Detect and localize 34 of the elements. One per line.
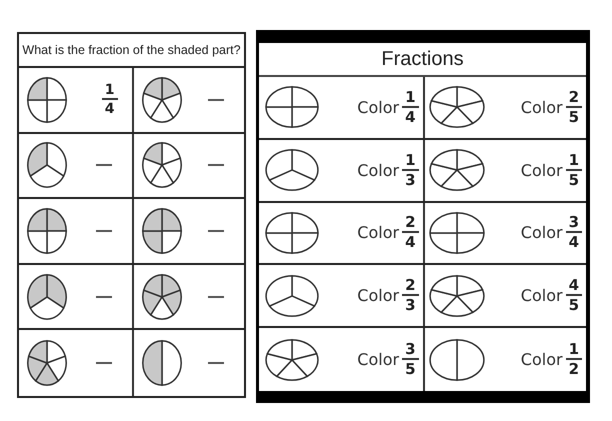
worksheet-heading: Fractions bbox=[381, 48, 464, 70]
fraction-denominator: 4 bbox=[402, 106, 418, 125]
fraction-numerator: 4 bbox=[568, 278, 580, 294]
fraction-denominator: 4 bbox=[566, 231, 582, 250]
instruction-text: Color bbox=[357, 160, 400, 180]
fraction-numerator: 1 bbox=[404, 90, 416, 106]
fraction-denominator: 5 bbox=[566, 106, 582, 125]
fraction-denominator: 2 bbox=[566, 358, 582, 378]
fraction-numerator: 1 bbox=[404, 152, 416, 169]
fraction-numerator: 1 bbox=[568, 152, 580, 169]
fraction-numerator: 2 bbox=[404, 215, 416, 232]
fraction-denominator: 5 bbox=[402, 358, 418, 378]
fraction-denominator: 3 bbox=[402, 294, 418, 314]
fraction-numerator: 1 bbox=[568, 342, 580, 358]
fraction-denominator: 4 bbox=[402, 231, 418, 250]
fraction-numerator: 3 bbox=[404, 342, 416, 358]
instruction-text: Color bbox=[520, 286, 563, 306]
instruction-text: Color bbox=[520, 160, 563, 180]
instruction-text: Color bbox=[357, 350, 400, 370]
instruction-text: Color bbox=[357, 98, 400, 117]
fraction-denominator: 3 bbox=[402, 168, 418, 188]
fraction-denominator: 5 bbox=[566, 294, 582, 314]
fraction-numerator: 3 bbox=[568, 215, 580, 232]
fraction-numerator: 2 bbox=[568, 90, 580, 106]
instruction-text: Color bbox=[357, 286, 400, 306]
instruction-text: Color bbox=[520, 223, 563, 242]
fraction-denominator: 5 bbox=[566, 168, 582, 188]
fraction-numerator: 1 bbox=[104, 83, 116, 98]
instruction-text: Color bbox=[520, 350, 563, 370]
worksheet-heading: What is the fraction of the shaded part? bbox=[22, 43, 241, 57]
instruction-text: Color bbox=[357, 223, 400, 242]
instruction-text: Color bbox=[520, 98, 563, 117]
fraction-denominator: 4 bbox=[102, 98, 118, 116]
fraction-numerator: 2 bbox=[404, 278, 416, 294]
